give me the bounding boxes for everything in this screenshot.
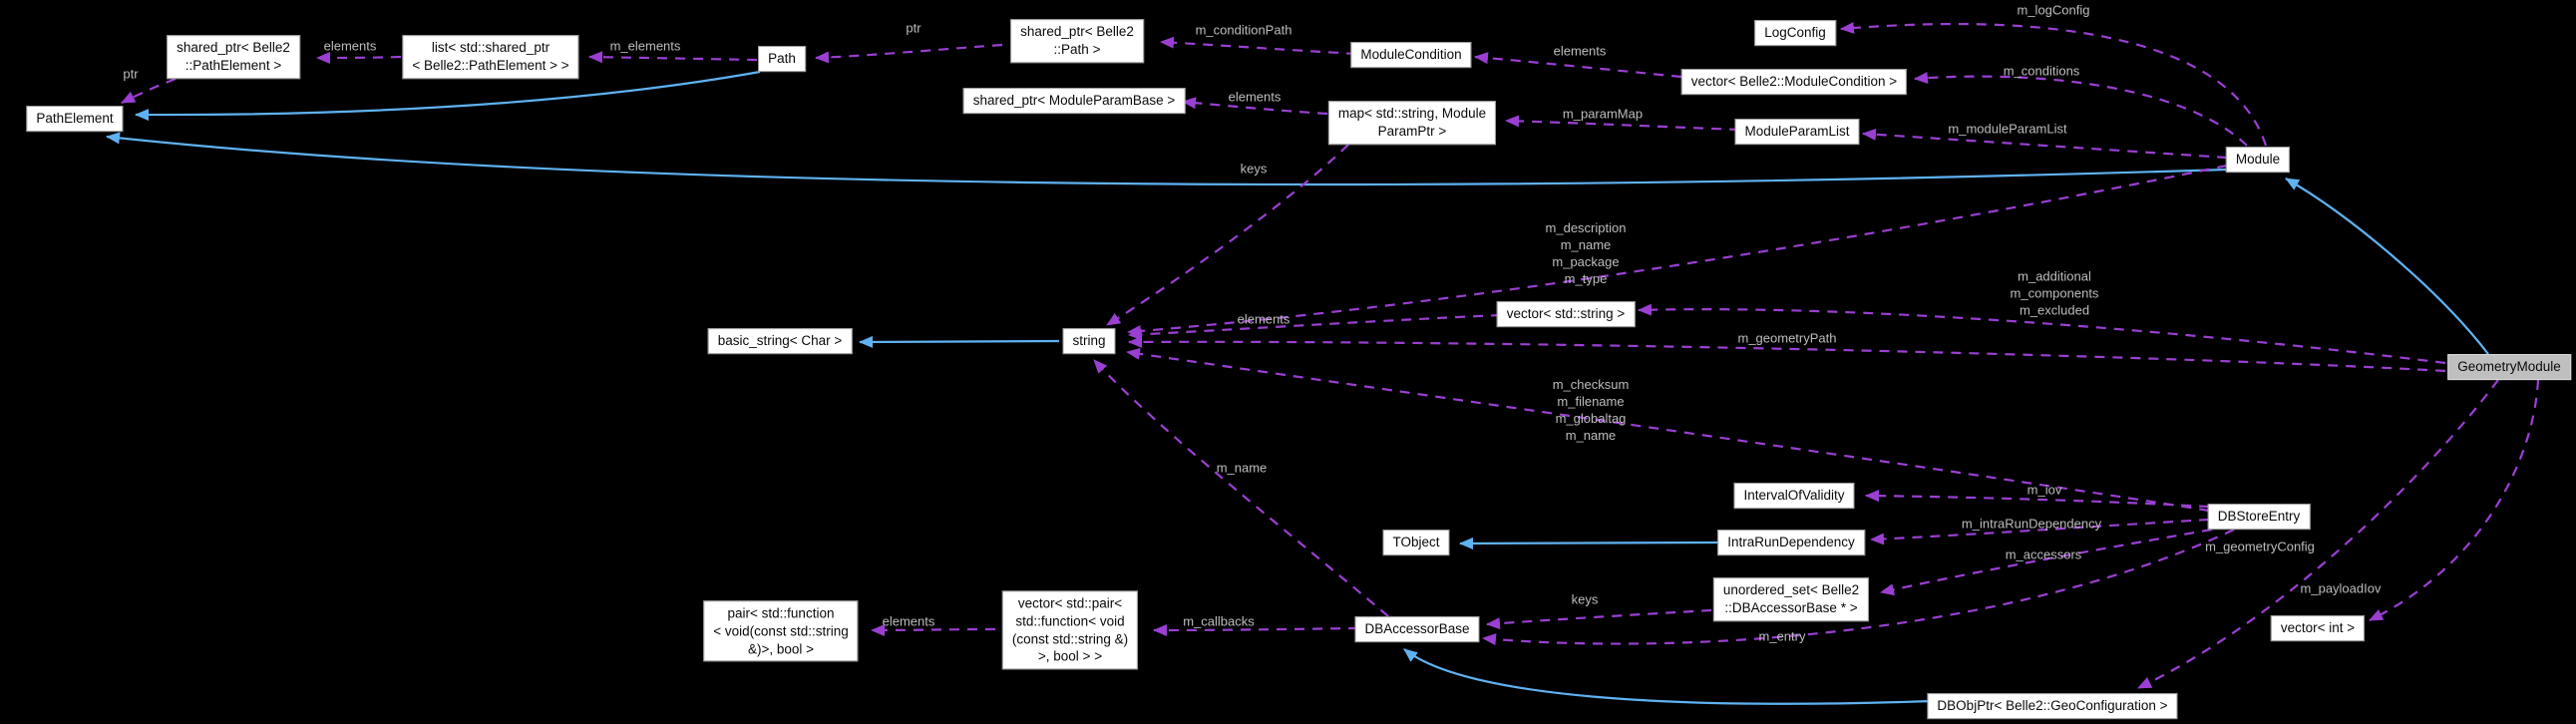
edge-module-string xyxy=(1127,164,2228,337)
node-dbstoreentry[interactable]: DBStoreEntry xyxy=(2207,504,2311,530)
edge-label-m-name: m_name xyxy=(1216,460,1268,476)
edge-dbstoreentry-string xyxy=(1126,347,2210,513)
edge-dbstoreentry-intrarun xyxy=(1870,518,2210,545)
node-modulecondition[interactable]: ModuleCondition xyxy=(1350,42,1472,68)
edge-map-string-keys xyxy=(1106,144,1349,326)
edge-label-geometry-strings: m_additional m_components m_excluded xyxy=(2010,268,2099,318)
edge-label-m-conditions: m_conditions xyxy=(2003,63,2080,79)
edge-label-m-intrarundependency: m_intraRunDependency xyxy=(1961,516,2102,532)
edge-label-m-iov: m_iov xyxy=(2026,482,2062,498)
edge-label-m-geometrypath: m_geometryPath xyxy=(1737,330,1837,346)
node-vector-string[interactable]: vector< std::string > xyxy=(1496,301,1636,327)
node-unorderedset-dbaccessorbase[interactable]: unordered_set< Belle2 ::DBAccessorBase *… xyxy=(1712,577,1870,621)
node-pair-function[interactable]: pair< std::function < void(const std::st… xyxy=(703,600,859,662)
edge-sppe-pathelement xyxy=(121,77,177,104)
edge-module-moduleparamlist xyxy=(1862,128,2228,160)
edge-label-m-entry: m_entry xyxy=(1758,628,1806,644)
edge-label-keys-accessors: keys xyxy=(1571,591,1599,607)
edge-path-list xyxy=(588,51,758,64)
edge-module-vectormc xyxy=(1914,72,2248,147)
node-dbaccessorbase[interactable]: DBAccessorBase xyxy=(1354,616,1480,642)
edge-geometrymodule-module xyxy=(2285,178,2489,355)
edge-map-spmpb xyxy=(1182,97,1328,116)
edge-vectorstring-string xyxy=(1128,313,1502,341)
node-vector-modulecondition[interactable]: vector< Belle2::ModuleCondition > xyxy=(1680,69,1908,95)
edge-label-ptr-pathelement: ptr xyxy=(123,66,139,82)
node-map-moduleparamptr[interactable]: map< std::string, Module ParamPtr > xyxy=(1327,101,1497,145)
edge-module-logconfig xyxy=(1840,21,2268,147)
edge-label-elements-callbacks: elements xyxy=(882,613,935,629)
edge-list-sppe xyxy=(316,51,402,64)
node-intervalofvalidity[interactable]: IntervalOfValidity xyxy=(1733,483,1855,509)
edge-dbaccessorbase-vectorpair xyxy=(1153,623,1359,636)
edge-module-pathelement xyxy=(106,132,2228,186)
edge-path-pathelement xyxy=(135,70,761,122)
edge-label-dbstore-strings: m_checksum m_filename m_globaltag m_name xyxy=(1552,377,1630,443)
edge-geometrymodule-dbobjptr xyxy=(2137,379,2499,689)
node-vector-int[interactable]: vector< int > xyxy=(2270,615,2366,641)
edge-mentry-dbaccessorbase xyxy=(1482,529,2235,646)
node-logconfig[interactable]: LogConfig xyxy=(1754,20,1836,46)
node-sharedptr-pathelement[interactable]: shared_ptr< Belle2 ::PathElement > xyxy=(167,35,300,79)
edge-label-elements-list: elements xyxy=(323,38,377,54)
node-geometrymodule[interactable]: GeometryModule xyxy=(2447,354,2571,380)
node-sharedptr-path[interactable]: shared_ptr< Belle2 ::Path > xyxy=(1010,19,1144,63)
edge-label-m-payloadiov: m_payloadIov xyxy=(2300,580,2382,596)
node-basicstring[interactable]: basic_string< Char > xyxy=(707,328,853,354)
edge-label-ptr-path: ptr xyxy=(906,20,921,36)
edge-geometrymodule-string xyxy=(1128,335,2446,373)
edge-label-elements-strings: elements xyxy=(1237,311,1290,327)
node-path[interactable]: Path xyxy=(758,46,806,72)
node-vector-pair[interactable]: vector< std::pair< std::function< void (… xyxy=(1001,590,1139,670)
edge-modulecondition-sppath xyxy=(1160,36,1357,56)
node-list-sharedptr[interactable]: list< std::shared_ptr < Belle2::PathElem… xyxy=(402,35,579,79)
edge-label-m-callbacks: m_callbacks xyxy=(1183,613,1255,629)
node-intrarundependency[interactable]: IntraRunDependency xyxy=(1717,530,1865,555)
edge-string-basicstring xyxy=(859,335,1060,348)
edge-geometrymodule-vectorint xyxy=(2369,379,2540,621)
node-sharedptr-moduleparambase[interactable]: shared_ptr< ModuleParamBase > xyxy=(962,88,1186,114)
edge-label-m-moduleparamlist: m_moduleParamList xyxy=(1948,121,2067,137)
edge-label-module-strings: m_description m_name m_package m_type xyxy=(1545,220,1627,286)
edge-label-keys-params: keys xyxy=(1240,161,1268,177)
node-string[interactable]: string xyxy=(1062,328,1116,354)
edge-label-m-geometryconfig: m_geometryConfig xyxy=(2205,539,2315,554)
edge-dbstoreentry-unorderedset xyxy=(1880,528,2213,596)
edge-dbobjptr-dbaccessorbase xyxy=(1403,648,1934,705)
edge-vectormc-modulecondition xyxy=(1474,52,1682,79)
edge-vectorpair-pair xyxy=(871,623,996,636)
edge-label-m-logconfig: m_logConfig xyxy=(2017,2,2090,18)
edge-label-m-parammap: m_paramMap xyxy=(1562,106,1644,122)
node-tobject[interactable]: TObject xyxy=(1382,530,1450,555)
edge-sppath-path xyxy=(815,43,1003,64)
node-dbobjptr-geoconfiguration[interactable]: DBObjPtr< Belle2::GeoConfiguration > xyxy=(1927,693,2178,719)
edge-label-m-elements: m_elements xyxy=(609,38,681,54)
edge-dbaccessorbase-string xyxy=(1093,359,1389,617)
node-pathelement[interactable]: PathElement xyxy=(26,106,124,132)
edge-unorderedset-dbaccessorbase xyxy=(1486,608,1712,630)
edge-dbstoreentry-iov xyxy=(1865,490,2210,509)
edge-label-m-accessors: m_accessors xyxy=(2005,546,2082,562)
node-module[interactable]: Module xyxy=(2225,147,2291,173)
edge-label-elements-conditions: elements xyxy=(1553,43,1607,59)
edge-label-m-conditionpath: m_conditionPath xyxy=(1195,22,1292,38)
node-moduleparamlist[interactable]: ModuleParamList xyxy=(1734,119,1860,145)
edge-label-elements-params: elements xyxy=(1228,89,1282,105)
